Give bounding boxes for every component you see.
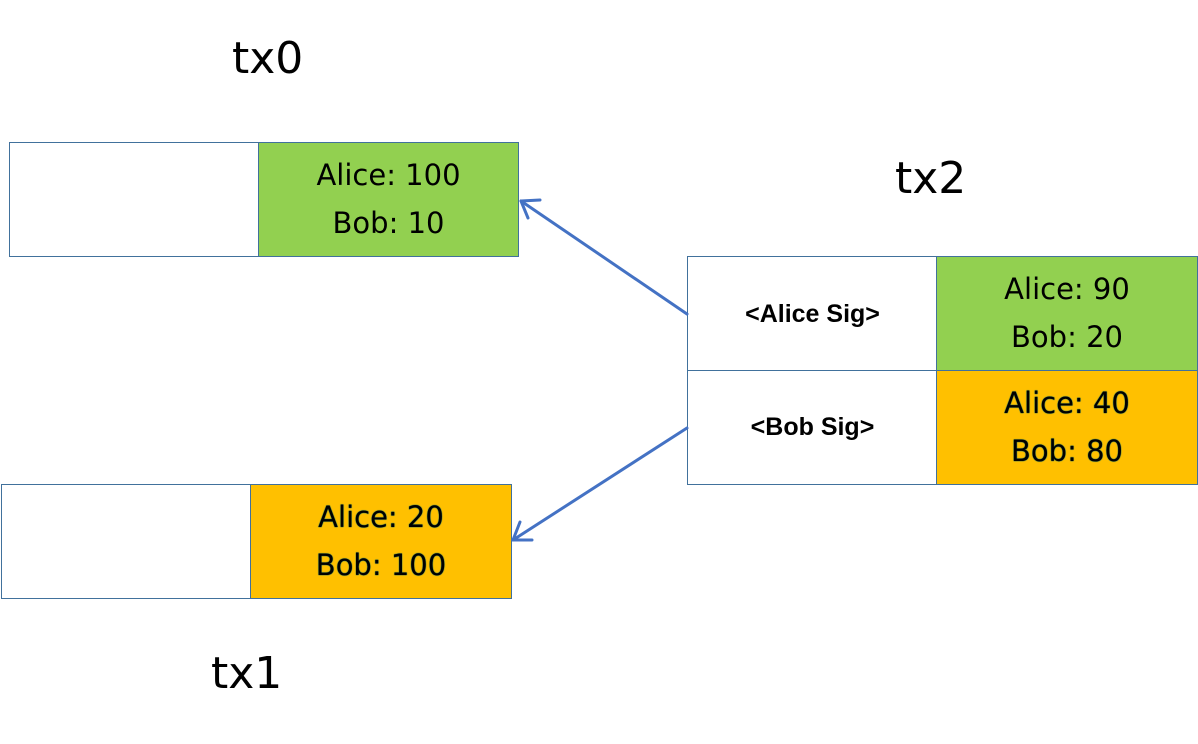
tx2-title: tx2	[895, 153, 967, 204]
tx1-output-alice: Alice: 20	[318, 499, 444, 534]
tx0-output-cell: Alice: 100 Bob: 10	[258, 142, 519, 257]
tx2-output-1-alice: Alice: 90	[1004, 272, 1130, 307]
tx2-output-cell-1: Alice: 90 Bob: 20	[936, 256, 1198, 372]
tx2-output-2-bob: Bob: 80	[1011, 433, 1123, 468]
tx2-output-1-bob: Bob: 20	[1011, 320, 1123, 354]
tx1-output-cell: Alice: 20 Bob: 100	[250, 484, 512, 599]
tx0-output-bob: Bob: 10	[332, 205, 445, 240]
arrow-bob-sig-to-tx1	[511, 426, 689, 542]
tx2-alice-sig-label: <Alice Sig>	[745, 299, 880, 328]
tx2-bob-sig-label: <Bob Sig>	[750, 413, 875, 441]
tx1-input-cell	[1, 484, 252, 599]
tx0-output-alice: Alice: 100	[316, 157, 461, 192]
tx0-title: tx0	[232, 33, 304, 84]
tx2-output-2-alice: Alice: 40	[1004, 385, 1130, 420]
tx1-output-bob: Bob: 100	[315, 547, 447, 582]
tx0-input-cell	[9, 142, 260, 257]
tx1-title: tx1	[211, 648, 283, 699]
tx2-output-cell-2: Alice: 40 Bob: 80	[936, 370, 1198, 485]
arrow-alice-sig-to-tx0	[519, 198, 689, 316]
tx2-alice-sig-cell: <Alice Sig>	[687, 256, 938, 372]
